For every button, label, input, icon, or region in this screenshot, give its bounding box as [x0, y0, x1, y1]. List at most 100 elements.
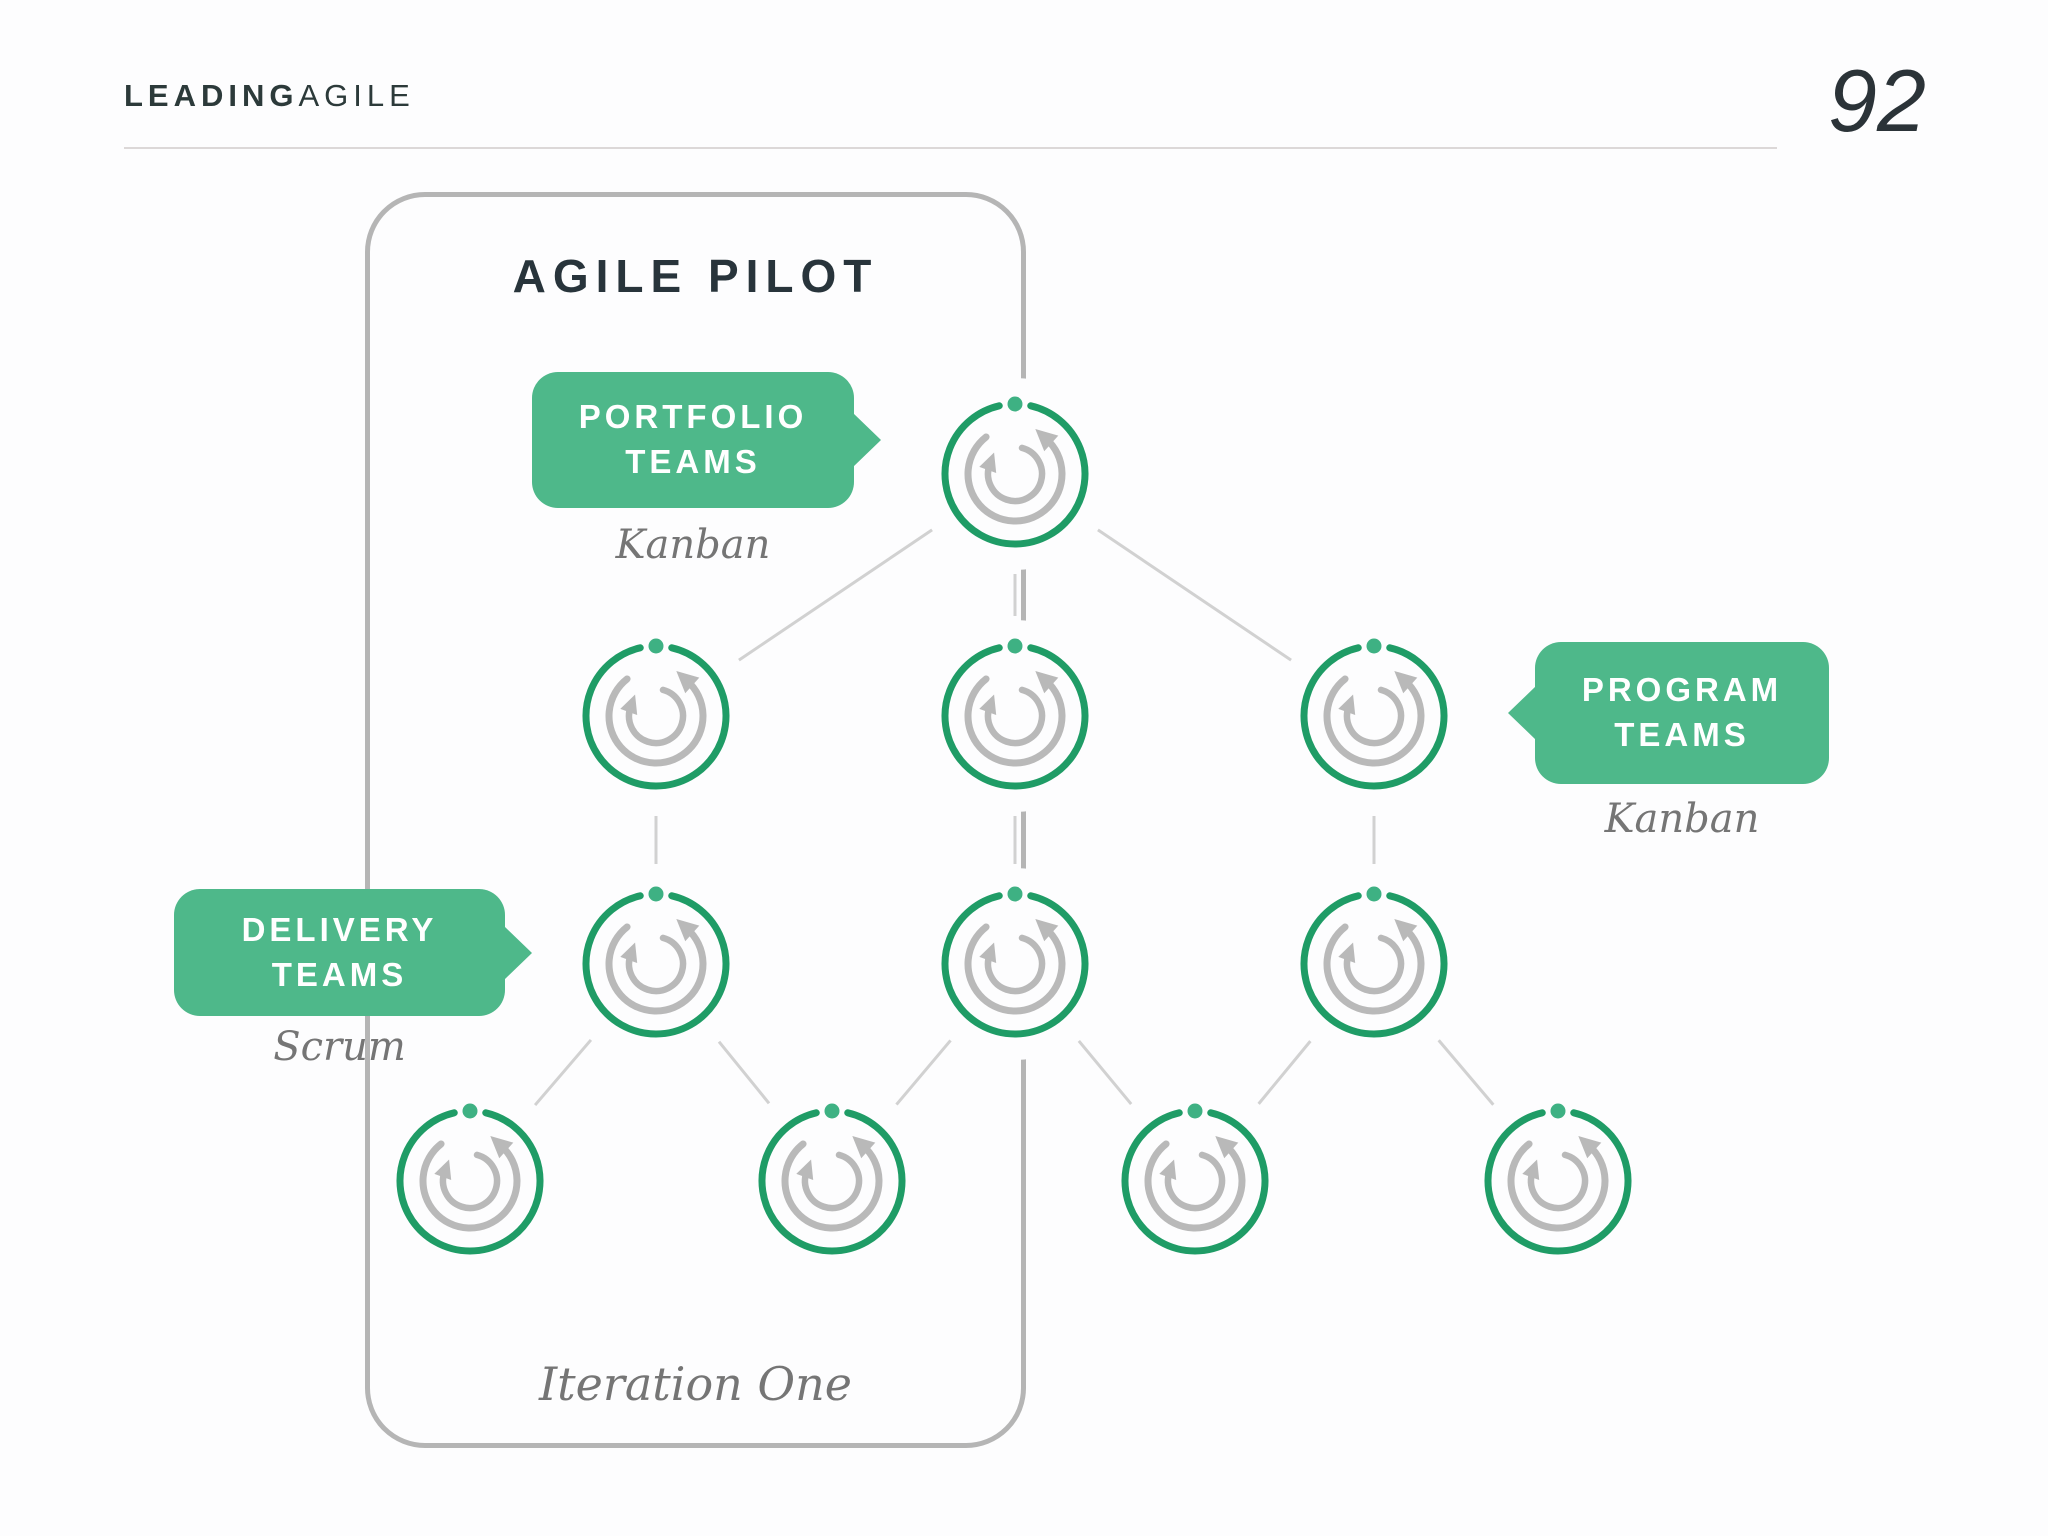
inner-cycle-arrow — [984, 934, 1046, 995]
iteration-ring — [1484, 1109, 1632, 1255]
inner-arrowhead-icon — [979, 942, 997, 964]
ring-dot — [1366, 886, 1382, 902]
page-number: 92 — [1828, 51, 1926, 150]
program-method-label: Kanban — [1604, 796, 1760, 842]
callout-line-2: TEAMS — [271, 955, 408, 993]
outer-cycle-arrow — [781, 1140, 883, 1232]
callout-line-1: DELIVERY — [241, 910, 438, 948]
outer-arrowhead-icon — [1394, 671, 1418, 694]
team-iteration-node — [386, 1097, 554, 1265]
outer-cycle-arrow — [605, 923, 707, 1015]
node-backdrop — [576, 636, 736, 796]
agile-pilot-title: AGILE PILOT — [512, 250, 879, 302]
logo-light-part: AGILE — [298, 78, 415, 113]
inner-arrowhead-icon — [1338, 694, 1356, 716]
node-backdrop — [576, 884, 736, 1044]
leadingagile-logo: LEADINGAGILE — [124, 78, 415, 114]
outer-cycle-arrow — [964, 675, 1066, 767]
ring-dot — [1366, 638, 1382, 654]
inner-cycle-arrow — [984, 444, 1046, 505]
inner-cycle-arrow — [801, 1151, 863, 1212]
iteration-cycle-icon — [576, 884, 736, 1044]
connector-line — [895, 1039, 952, 1106]
connector-line — [1257, 1040, 1312, 1105]
team-iteration-node — [748, 1097, 916, 1265]
node-backdrop — [1294, 636, 1454, 796]
ring-dot — [462, 1103, 478, 1119]
connector-line — [1437, 1039, 1495, 1106]
callout-line-1: PORTFOLIO — [578, 398, 808, 436]
iteration-cycle-icon — [576, 636, 736, 796]
agile-pilot-box: AGILE PILOT Iteration One — [365, 192, 1026, 1448]
inner-cycle-arrow — [1164, 1151, 1226, 1212]
iteration-cycle-icon — [1294, 884, 1454, 1044]
inner-cycle-arrow — [984, 686, 1046, 747]
node-backdrop — [935, 884, 1095, 1044]
outer-arrowhead-icon — [1578, 1136, 1602, 1159]
iteration-ring — [1300, 892, 1448, 1038]
program-iteration-node — [931, 632, 1099, 800]
outer-arrowhead-icon — [1215, 1136, 1239, 1159]
ring-dot — [1550, 1103, 1566, 1119]
outer-cycle-arrow — [964, 923, 1066, 1015]
team-iteration-node — [1111, 1097, 1279, 1265]
inner-arrowhead-icon — [620, 942, 638, 964]
connector-line — [533, 1038, 593, 1107]
iteration-ring — [582, 892, 730, 1038]
node-backdrop — [935, 394, 1095, 554]
iteration-cycle-icon — [1478, 1101, 1638, 1261]
program-iteration-node — [1290, 632, 1458, 800]
outer-arrowhead-icon — [1394, 919, 1418, 942]
iteration-ring — [758, 1109, 906, 1255]
portfolio-iteration-node — [931, 390, 1099, 558]
iteration-cycle-icon — [935, 394, 1095, 554]
outer-arrowhead-icon — [1035, 671, 1059, 694]
inner-cycle-arrow — [625, 934, 687, 995]
iteration-ring — [941, 644, 1089, 790]
iteration-cycle-icon — [1115, 1101, 1275, 1261]
outer-arrowhead-icon — [1035, 919, 1059, 942]
header-divider — [124, 147, 1777, 149]
callout-line-1: PROGRAM — [1581, 671, 1783, 709]
iteration-ring — [582, 644, 730, 790]
iteration-cycle-icon — [1294, 636, 1454, 796]
callout-line-2: TEAMS — [1614, 716, 1750, 753]
connector-line — [717, 1040, 771, 1105]
inner-cycle-arrow — [1343, 934, 1405, 995]
node-backdrop — [390, 1101, 550, 1261]
iteration-ring — [1121, 1109, 1269, 1255]
ring-dot — [648, 638, 664, 654]
iteration-cycle-icon — [752, 1101, 912, 1261]
portfolio-method-label: Kanban — [615, 522, 771, 568]
logo-bold-part: LEADING — [124, 78, 299, 113]
ring-dot — [1007, 638, 1023, 654]
outer-cycle-arrow — [1507, 1140, 1609, 1232]
connector-line — [1077, 1040, 1133, 1105]
outer-arrowhead-icon — [676, 671, 700, 694]
inner-arrowhead-icon — [1338, 942, 1356, 964]
callout-line-2: TEAMS — [625, 443, 761, 480]
ring-dot — [824, 1103, 840, 1119]
node-backdrop — [1115, 1101, 1275, 1261]
inner-arrowhead-icon — [1159, 1159, 1177, 1181]
delivery-method-label: Scrum — [273, 1024, 406, 1070]
outer-arrowhead-icon — [490, 1136, 514, 1159]
callout-tail-left — [1508, 686, 1536, 740]
inner-arrowhead-icon — [979, 452, 997, 474]
node-backdrop — [752, 1101, 912, 1261]
connector-line — [1097, 528, 1292, 662]
inner-arrowhead-icon — [1522, 1159, 1540, 1181]
iteration-cycle-icon — [390, 1101, 550, 1261]
ring-dot — [1187, 1103, 1203, 1119]
delivery-iteration-node — [572, 880, 740, 1048]
outer-cycle-arrow — [964, 433, 1066, 525]
iteration-ring — [396, 1109, 544, 1255]
node-backdrop — [1478, 1101, 1638, 1261]
iteration-ring — [941, 892, 1089, 1038]
inner-cycle-arrow — [439, 1151, 501, 1212]
delivery-iteration-node — [1290, 880, 1458, 1048]
outer-arrowhead-icon — [1035, 429, 1059, 452]
iteration-cycle-icon — [935, 636, 1095, 796]
iteration-ring — [941, 402, 1089, 548]
